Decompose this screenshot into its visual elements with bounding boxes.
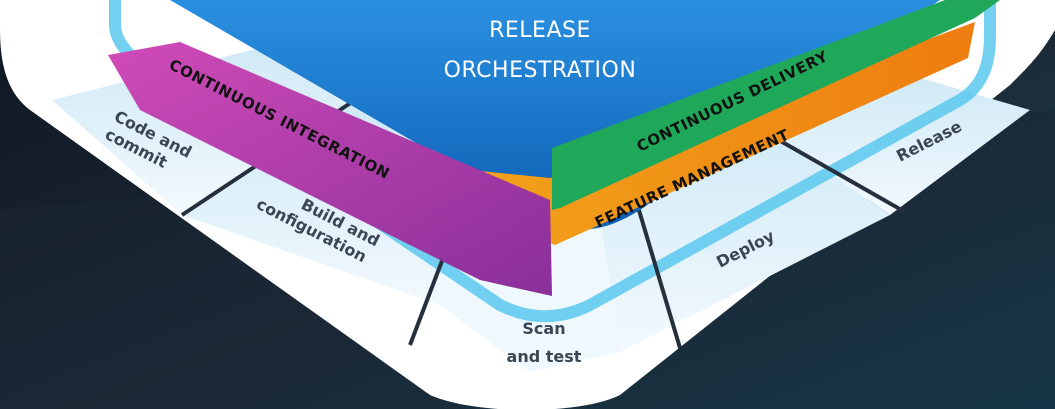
stage-scan-test-line2: and test xyxy=(507,347,582,366)
stage-scan-test: Scan and test xyxy=(507,319,582,366)
center-label-line2: ORCHESTRATION xyxy=(444,58,637,83)
stage-scan-test-line1: Scan xyxy=(522,319,565,338)
band-continuous-integration xyxy=(108,42,552,296)
divider-4 xyxy=(769,133,906,214)
center-block xyxy=(170,0,940,230)
center-label-line1: RELEASE xyxy=(489,18,591,43)
band-continuous-delivery xyxy=(552,0,1000,210)
